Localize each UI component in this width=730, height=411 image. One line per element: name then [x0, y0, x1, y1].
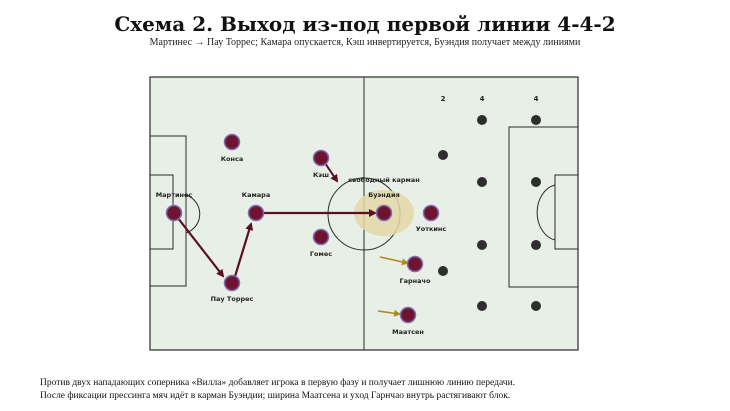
caption-line-2: После фиксации прессинга мяч идёт в карм… — [40, 391, 511, 401]
player-label: Пау Торрес — [211, 295, 254, 303]
opponent-marker — [477, 177, 487, 187]
player-label: Конса — [221, 155, 244, 163]
player-label: Маатсен — [392, 328, 424, 336]
player-kesh: Кэш — [312, 149, 330, 179]
run-arrow-maatsen — [377, 309, 401, 317]
opponent-marker — [438, 150, 448, 160]
player-garnacho: Гарначо — [400, 255, 432, 285]
opponent-marker — [531, 177, 541, 187]
player-pau-torres: Пау Торрес — [211, 274, 254, 303]
player-label: Гомес — [310, 250, 332, 258]
player-label: Мартинес — [156, 191, 193, 199]
player-gomes: Гомес — [310, 228, 332, 258]
pass-arrow-martinez-pau — [173, 212, 225, 278]
player-watkins: Уоткинс — [416, 204, 447, 233]
player-maatsen: Маатсен — [392, 306, 424, 336]
opponent-marker — [438, 266, 448, 276]
player-label: Буэндия — [368, 191, 400, 199]
pass-arrow-pau-kamara — [231, 222, 254, 284]
opponent-marker — [477, 115, 487, 125]
right-goal-box — [554, 174, 579, 250]
opponent-marker — [531, 301, 541, 311]
player-buendia: Буэндия — [368, 191, 400, 222]
player-martinez: Мартинес — [156, 191, 193, 222]
player-kamara: Камара — [242, 191, 270, 222]
player-label: Гарначо — [400, 277, 432, 285]
player-konsa: Конса — [221, 133, 244, 163]
right-penalty-arc — [536, 184, 556, 241]
diagram-subtitle: Мартинес → Пау Торрес; Камара опускается… — [149, 37, 581, 48]
free-pocket-label: свободный карман — [348, 176, 420, 184]
opponent-marker — [531, 240, 541, 250]
player-label: Уоткинс — [416, 225, 447, 233]
left-penalty-arc — [185, 194, 201, 234]
player-label: Кэш — [313, 171, 329, 179]
diagram-title: Схема 2. Выход из-под первой линии 4-4-2 — [114, 12, 616, 36]
run-arrow-garnacho — [379, 256, 409, 266]
opponent-marker — [477, 301, 487, 311]
player-label: Камара — [242, 191, 270, 199]
opponent-count-col2: 4 — [480, 95, 485, 103]
opponent-count-col1: 2 — [441, 95, 446, 103]
opponent-count-col3: 4 — [534, 95, 539, 103]
opponent-marker — [531, 115, 541, 125]
caption-line-1: Против двух нападающих соперника «Вилла»… — [40, 378, 516, 388]
opponent-marker — [477, 240, 487, 250]
